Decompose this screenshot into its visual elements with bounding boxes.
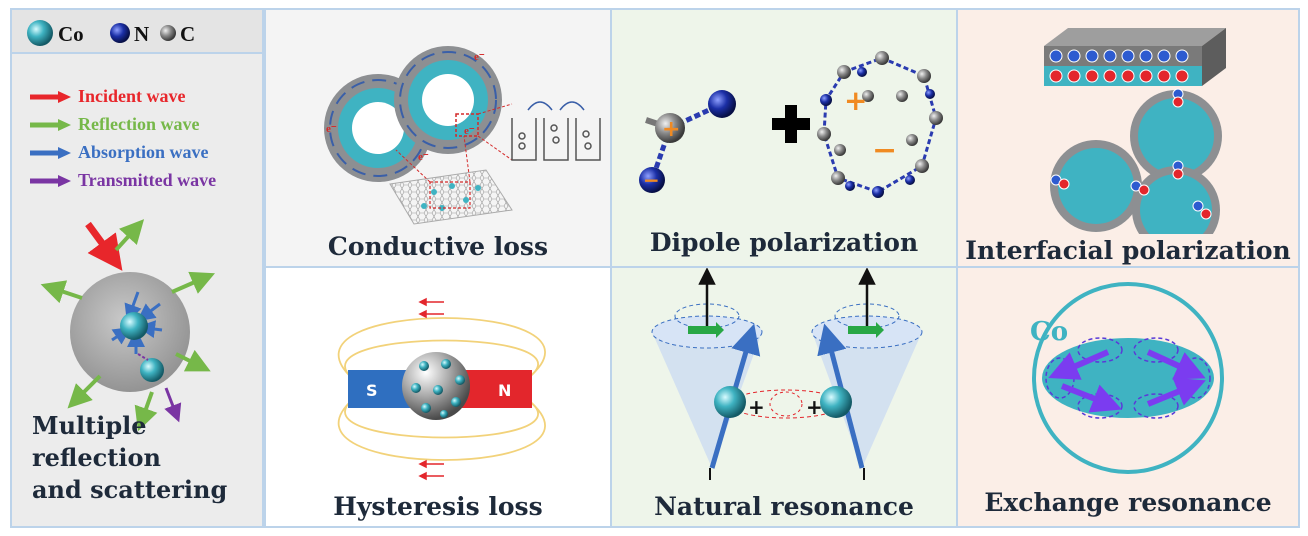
co-spin-right xyxy=(820,386,852,418)
hysteresis-loss-panel: S N Hysteresis loss xyxy=(264,266,612,528)
absorption-wave-legend: Absorption wave xyxy=(28,142,209,163)
ring-minus-sign: − xyxy=(872,133,897,168)
caption-line-1: Multiple reflection xyxy=(32,411,161,472)
dipole-polarization-panel: + − + − Dipole polarization xyxy=(610,8,958,268)
ring-plus-sign: + xyxy=(844,84,867,117)
blue-arrow-icon xyxy=(30,146,71,159)
coated-spheres xyxy=(1050,88,1222,234)
reflection-wave-legend: Reflection wave xyxy=(28,114,199,135)
layered-slab xyxy=(1044,28,1226,86)
transmitted-wave-legend: Transmitted wave xyxy=(28,170,216,191)
co-particle-upper xyxy=(120,312,148,340)
triazine-ring-molecule: + − xyxy=(817,51,943,198)
absorption-wave-label: Absorption wave xyxy=(78,142,209,162)
multiple-reflection-caption: Multiple reflection and scattering xyxy=(32,410,262,506)
conductive-loss-caption: Conductive loss xyxy=(327,232,549,261)
atom-legend-panel: Co N C xyxy=(10,8,264,54)
caption-line-2: and scattering xyxy=(32,475,228,504)
n-atom-icon xyxy=(110,23,130,43)
natural-resonance-panel: + + Natural resonance xyxy=(610,266,958,528)
exchange-resonance-caption: Exchange resonance xyxy=(984,488,1272,517)
precession-cone-left xyxy=(651,268,763,480)
big-plus-icon xyxy=(772,105,810,143)
zoom-box xyxy=(455,113,479,137)
dipole-polarization-illustration: + − + − xyxy=(639,51,943,198)
precession-cone-right xyxy=(811,268,923,480)
c-symbol: C xyxy=(180,22,195,46)
svg-text:e⁻: e⁻ xyxy=(474,51,485,63)
natural-resonance-caption: Natural resonance xyxy=(654,492,914,521)
co-spin-left xyxy=(714,386,746,418)
exchange-ellipse xyxy=(1042,338,1214,418)
interfacial-polarization-panel: Interfacial polarization xyxy=(956,8,1300,268)
red-arrow-icon xyxy=(30,90,71,103)
reflection-wave-label: Reflection wave xyxy=(78,114,200,134)
dipole-minus-sign: − xyxy=(643,168,660,192)
carbon-ring-right xyxy=(394,46,502,154)
electron-label: e⁻ xyxy=(326,123,337,135)
dipole-polarization-caption: Dipole polarization xyxy=(649,228,919,257)
atom-legend-svg: Co N C xyxy=(27,20,195,46)
co-particle-lower xyxy=(140,358,164,382)
electron-hopping-diagram xyxy=(511,101,601,161)
hysteresis-loss-illustration: S N xyxy=(337,297,546,481)
exchange-resonance-illustration: Co xyxy=(1030,282,1224,474)
scattering-sphere-illustration xyxy=(40,219,215,432)
north-pole-label: N xyxy=(498,381,511,400)
interfacial-polarization-caption: Interfacial polarization xyxy=(965,236,1291,265)
conductive-loss-illustration: e⁻ e⁻ e⁻ e⁻ xyxy=(324,46,601,225)
svg-text:e⁻: e⁻ xyxy=(418,151,429,163)
magnetic-field-lines xyxy=(337,317,546,461)
incident-arrow xyxy=(85,221,123,271)
c-atom-icon xyxy=(160,25,176,41)
transmitted-wave-label: Transmitted wave xyxy=(78,170,217,190)
south-pole-label: S xyxy=(366,381,378,400)
exchange-resonance-panel: Co Exchange resonance xyxy=(956,266,1300,528)
co-atom-icon xyxy=(27,20,53,46)
purple-arrow-icon xyxy=(30,174,71,187)
n-symbol: N xyxy=(134,22,149,46)
natural-resonance-illustration: + + xyxy=(651,268,923,480)
incident-wave-label: Incident wave xyxy=(78,86,186,106)
incident-wave-legend: Incident wave xyxy=(28,86,186,107)
svg-text:e⁻: e⁻ xyxy=(464,125,475,137)
dipole-plus-sign: + xyxy=(662,117,680,142)
graphene-sheet xyxy=(389,169,513,225)
green-arrow-icon xyxy=(30,118,71,131)
co-atom-label: Co xyxy=(1030,317,1068,347)
co-symbol: Co xyxy=(58,22,84,46)
svg-text:+: + xyxy=(748,395,765,419)
conductive-loss-panel: e⁻ e⁻ e⁻ e⁻ Conductive loss xyxy=(264,8,612,268)
hysteresis-loss-caption: Hysteresis loss xyxy=(333,492,543,521)
multiple-reflection-panel: Incident wave Reflection wave Absorption… xyxy=(10,52,264,528)
co-atom-outline xyxy=(1032,282,1224,474)
svg-text:+: + xyxy=(806,395,823,419)
interfacial-polarization-illustration xyxy=(1044,28,1226,234)
dipole-molecule: + − xyxy=(639,90,736,193)
exchange-arrows xyxy=(1048,349,1206,413)
